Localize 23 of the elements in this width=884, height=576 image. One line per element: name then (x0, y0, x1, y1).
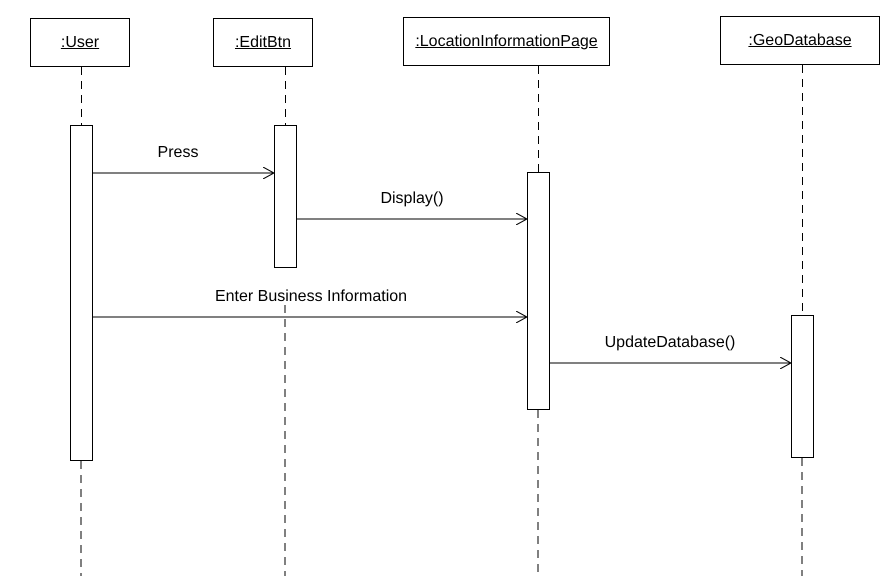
object-box (403, 17, 610, 66)
object-box (720, 16, 880, 65)
message-label: Display() (380, 190, 444, 208)
message-label: UpdateDatabase() (604, 334, 736, 352)
activation-bar (70, 125, 93, 461)
lifeline (81, 66, 82, 126)
message-arrow (296, 212, 528, 226)
activation-bar (274, 125, 297, 268)
message-label: Enter Business Information (214, 288, 408, 306)
lifeline (538, 66, 539, 172)
object-box (30, 18, 130, 67)
message-label: Press (158, 144, 198, 162)
message-arrow (92, 310, 528, 324)
object-name: :EditBtn (234, 34, 292, 52)
activation-bar (527, 172, 550, 410)
lifeline (285, 66, 286, 126)
object-name: :GeoDatabase (748, 32, 852, 50)
message-arrow (92, 166, 274, 180)
object-name: :LocationInformationPage (415, 32, 598, 50)
message-arrow (550, 356, 792, 370)
activation-bar (791, 315, 814, 458)
object-box (213, 18, 313, 67)
object-name: :User (60, 34, 100, 52)
